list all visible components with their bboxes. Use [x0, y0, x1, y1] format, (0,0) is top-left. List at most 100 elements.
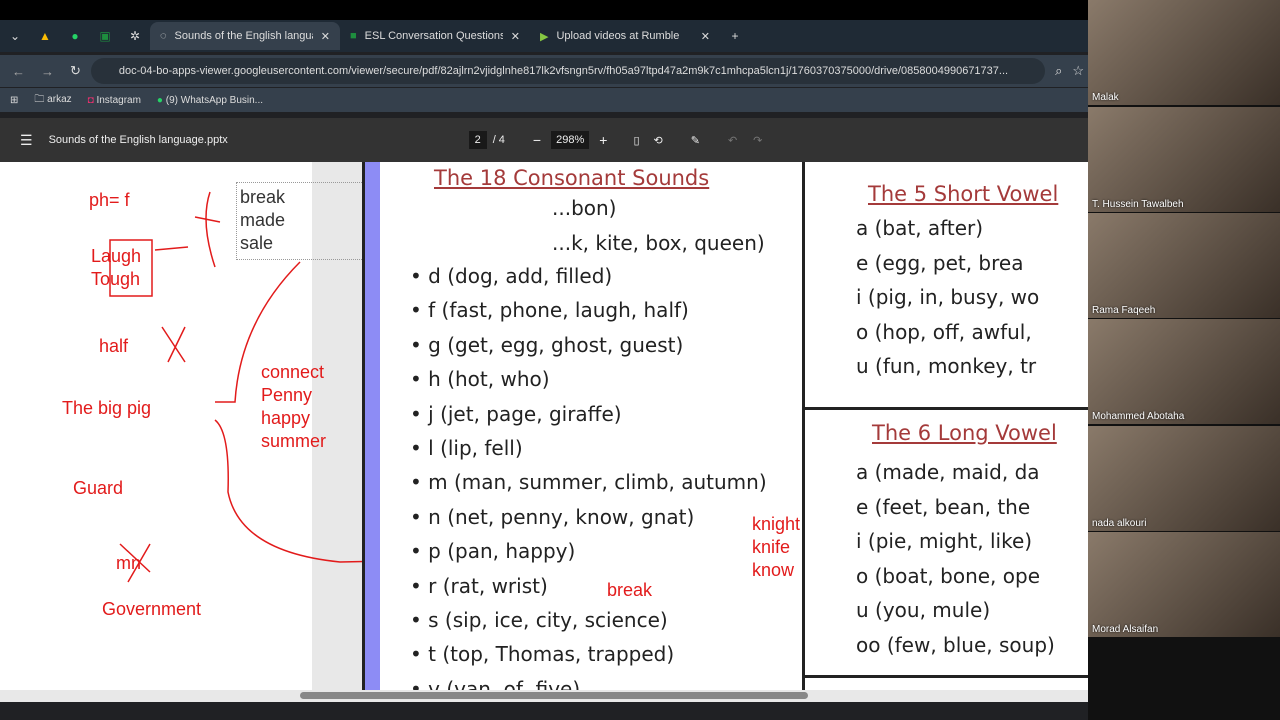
participant-name: Malak	[1092, 92, 1119, 103]
menu-icon[interactable]: ☰	[20, 131, 33, 148]
long-vowel-item: u (you, mule)	[856, 598, 991, 622]
pdf-content: ph= f Laugh Tough half The big pig Guard…	[0, 162, 1088, 690]
close-icon[interactable]: ✕	[510, 30, 520, 43]
star-icon[interactable]: ☆	[1072, 63, 1084, 78]
consonant-item: • d (dog, add, filled)	[410, 264, 613, 288]
participant-name: Rama Faqeeh	[1092, 305, 1156, 316]
consonant-item: • v (van, of, five)	[410, 676, 581, 690]
zoom-in-button[interactable]: +	[599, 132, 608, 148]
participant-tile[interactable]: T. Hussein Tawalbeh	[1088, 107, 1280, 212]
note-connect: connect Penny happy summer	[261, 361, 326, 453]
fit-page-icon[interactable]: ▯	[633, 134, 640, 147]
consonant-item: • f (fast, phone, laugh, half)	[410, 298, 689, 323]
participant-name: Morad Alsaifan	[1092, 624, 1159, 635]
note-tough: Tough	[91, 269, 141, 289]
drive-icon[interactable]: ▲	[39, 29, 51, 43]
slide: The 18 Consonant Sounds The 5 Short Vowe…	[362, 162, 1088, 690]
close-icon[interactable]: ✕	[320, 30, 330, 43]
whatsapp-icon: ●	[156, 94, 163, 106]
new-tab-button[interactable]: +	[731, 29, 739, 43]
tab-bar: ⌄ ▲ ● ▣ ✲ ◌Sounds of the English languag…	[0, 20, 1088, 52]
consonant-item: • p (pan, happy)	[410, 539, 576, 564]
pdf-toolbar: ☰ Sounds of the English language.pptx 2 …	[0, 118, 1088, 162]
short-vowel-item: o (hop, off, awful,	[856, 319, 1032, 344]
redo-icon[interactable]: ↷	[753, 134, 763, 147]
note-line: summer	[261, 431, 327, 451]
long-vowel-item: oo (few, blue, soup)	[856, 632, 1055, 657]
tab-sounds[interactable]: ◌Sounds of the English language✕	[150, 22, 340, 50]
back-icon[interactable]: ←	[12, 63, 25, 79]
box-line: made	[240, 210, 286, 230]
zoom-out-button[interactable]: −	[532, 132, 542, 148]
note-ph: ph= f	[89, 190, 130, 210]
annotate-icon[interactable]: ✎	[690, 134, 700, 147]
forward-icon[interactable]: →	[41, 63, 54, 79]
short-vowel-item: e (egg, pet, brea	[856, 250, 1024, 275]
whatsapp-icon[interactable]: ●	[71, 29, 79, 43]
participant-tile[interactable]: Morad Alsaifan	[1088, 532, 1280, 637]
consonant-item: • g (get, egg, ghost, guest)	[410, 332, 684, 357]
horizontal-scrollbar[interactable]	[0, 690, 1088, 702]
note-guard: Guard	[73, 478, 124, 498]
consonant-item: • n (net, penny, know, gnat)	[410, 504, 695, 529]
participant-name: nada alkouri	[1092, 518, 1147, 529]
zoom-icon[interactable]: ⌕	[1055, 63, 1063, 78]
bookmark-instagram[interactable]: ◘ Instagram	[87, 94, 141, 106]
zoom-input[interactable]: 298%	[551, 131, 590, 149]
participant-tile[interactable]: nada alkouri	[1088, 426, 1280, 531]
page-total: / 4	[492, 134, 505, 146]
participant-tile[interactable]: Rama Faqeeh	[1088, 213, 1280, 318]
note-half: half	[99, 336, 129, 356]
long-vowel-item: o (boat, bone, ope	[856, 563, 1041, 588]
note-break: break	[607, 580, 653, 600]
note-line: Penny	[261, 385, 313, 405]
globe-icon: ◌	[160, 30, 167, 42]
long-vowel-item: a (made, maid, da	[856, 460, 1040, 484]
undo-icon[interactable]: ↶	[727, 134, 738, 147]
bookmark-arkaz[interactable]: 🗀 arkaz	[34, 93, 72, 105]
consonant-item: • s (sip, ice, city, science)	[410, 608, 668, 632]
top-strip	[0, 0, 1088, 20]
page-input[interactable]: 2	[468, 131, 487, 149]
consonant-item: ...k, kite, box, queen)	[552, 231, 765, 255]
note-line: happy	[261, 408, 311, 428]
tab-esl[interactable]: ■ESL Conversation Questions - T✕	[350, 30, 520, 43]
rotate-icon[interactable]: ⟲	[653, 134, 663, 147]
sheets-icon[interactable]: ▣	[99, 29, 111, 43]
apps-icon[interactable]: ⊞	[10, 94, 19, 106]
long-vowel-item: e (feet, bean, the	[856, 494, 1031, 519]
reload-icon[interactable]: ↻	[70, 63, 81, 78]
note-line: know	[752, 560, 795, 580]
divider	[802, 162, 805, 690]
note-line: connect	[261, 362, 325, 382]
note-knight: knight knife know	[752, 513, 800, 582]
long-vowel-item: i (pie, might, like)	[856, 529, 1033, 553]
participant-tile[interactable]: Mohammed Abotaha	[1088, 319, 1280, 424]
address-bar-row: ← → ↻ doc-04-bo-apps-viewer.googleuserco…	[0, 55, 1088, 87]
note-line: knife	[752, 537, 791, 557]
document-title: Sounds of the English language.pptx	[48, 134, 228, 146]
participant-tile[interactable]: Malak	[1088, 0, 1280, 105]
chatgpt-icon[interactable]: ✲	[129, 29, 141, 43]
instagram-icon: ◘	[87, 94, 94, 106]
tab-rumble[interactable]: ▶Upload videos at Rumble✕	[540, 30, 710, 43]
consonant-item: • t (top, Thomas, trapped)	[410, 642, 675, 667]
bookmark-whatsapp[interactable]: ● (9) WhatsApp Busin...	[156, 94, 264, 106]
consonant-title: The 18 Consonant Sounds	[434, 166, 710, 190]
bookmarks-bar: ⊞ 🗀 arkaz ◘ Instagram ● (9) WhatsApp Bus…	[0, 88, 1088, 112]
consonant-item: • h (hot, who)	[410, 367, 550, 392]
page-gutter	[312, 162, 362, 690]
tab-search-icon[interactable]: ⌄	[9, 29, 21, 43]
note-big-pig: The big pig	[62, 398, 152, 418]
box-line: sale	[240, 233, 274, 253]
consonant-item: • r (rat, wrist)	[410, 573, 548, 598]
url-input[interactable]: doc-04-bo-apps-viewer.googleusercontent.…	[90, 58, 1046, 84]
divider	[805, 675, 1088, 678]
close-icon[interactable]: ✕	[700, 30, 710, 43]
scrollbar-thumb[interactable]	[300, 692, 808, 699]
box-line: break	[240, 187, 286, 207]
consonant-item: • l (lip, fell)	[410, 436, 523, 460]
consonant-item: • j (jet, page, giraffe)	[410, 401, 622, 426]
short-vowel-title: The 5 Short Vowel	[868, 182, 1059, 206]
